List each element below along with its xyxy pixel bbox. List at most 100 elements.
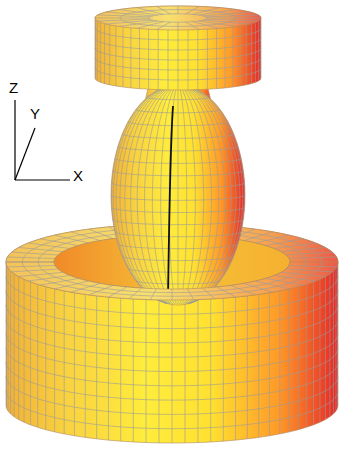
mesh-line [122, 134, 233, 138]
mesh-line [172, 289, 173, 300]
mesh-line [199, 21, 237, 27]
mesh-line [106, 12, 153, 16]
mesh-line [274, 276, 316, 282]
mesh-line [95, 48, 261, 60]
mesh-line [7, 257, 55, 258]
mesh-line [115, 232, 241, 237]
mesh-line [6, 376, 338, 414]
mesh-line [157, 6, 171, 14]
mesh-line [147, 97, 208, 99]
mesh-line [289, 266, 337, 267]
mesh-line [6, 305, 338, 343]
mesh-line [186, 22, 200, 30]
mesh-line [217, 287, 235, 297]
mesh-line [207, 18, 261, 19]
mesh-line [161, 88, 175, 304]
mesh-line [281, 247, 325, 251]
mesh-line [178, 22, 179, 30]
mesh-line [95, 18, 149, 19]
mesh-line [95, 38, 261, 50]
mesh-line [115, 158, 241, 163]
mesh-line [118, 244, 238, 249]
mesh-line [152, 88, 173, 304]
mesh-line [6, 262, 54, 263]
mesh-line [89, 229, 113, 239]
mesh-line [6, 319, 338, 357]
mesh-line [113, 219, 244, 224]
mesh-line [231, 285, 255, 295]
mesh-line [108, 287, 126, 297]
mesh-line [181, 88, 195, 304]
mesh-line [111, 207, 244, 212]
mesh-line [6, 334, 338, 372]
mesh-line [150, 289, 156, 300]
mesh-line [118, 146, 238, 151]
mesh-line [178, 6, 179, 14]
ring-front-rim [6, 262, 338, 300]
mesh-line [255, 281, 289, 289]
mesh-line [71, 232, 100, 241]
mesh-line [289, 257, 337, 258]
mesh-line [38, 262, 306, 293]
mesh-line [137, 22, 164, 29]
axis-triad [15, 100, 70, 180]
mesh-line [12, 269, 58, 272]
mesh-line [119, 21, 157, 27]
crack-line [168, 106, 173, 300]
mesh-line [40, 278, 78, 285]
mesh-line [136, 109, 220, 112]
mesh-line [89, 285, 113, 295]
mesh-line [137, 8, 164, 15]
mesh-line [286, 269, 332, 272]
mesh-line [193, 8, 220, 15]
fem-mesh [6, 6, 338, 443]
mesh-line [193, 22, 220, 29]
axis-label: Y [30, 106, 40, 121]
mesh-line [6, 348, 338, 386]
mesh-line [199, 10, 237, 16]
bulb [111, 85, 245, 305]
mesh-line [19, 272, 63, 276]
mesh-line [157, 22, 171, 30]
mesh-line [180, 88, 187, 304]
mesh-line [281, 272, 325, 276]
mesh-line [7, 266, 55, 267]
mesh-line [71, 283, 100, 292]
mesh-line [129, 288, 141, 299]
mesh-line [178, 88, 179, 304]
mesh-line [286, 252, 332, 255]
mesh-line [111, 183, 244, 188]
mesh-line [186, 6, 200, 14]
mesh-line [6, 391, 338, 429]
mesh-line [255, 235, 289, 243]
mesh-line [40, 239, 78, 246]
mesh-line [187, 289, 193, 300]
mesh-line [122, 256, 233, 260]
top-cylinder-side [95, 6, 261, 90]
mesh-line [206, 15, 258, 17]
mesh-line [274, 243, 316, 249]
mesh-line [19, 247, 63, 251]
mesh-line [183, 88, 204, 304]
mesh-line [266, 278, 304, 285]
mesh-line [55, 235, 89, 243]
axis-label: Z [9, 80, 18, 95]
mesh-line [244, 283, 273, 292]
mesh-line [149, 14, 207, 22]
mesh-line [95, 68, 261, 80]
mesh-line [136, 281, 220, 284]
mesh-line [128, 122, 228, 126]
mesh-line [55, 281, 89, 289]
mesh-line [98, 19, 150, 21]
mesh-line [6, 362, 338, 400]
mesh-line [244, 232, 273, 241]
mesh-line [187, 88, 225, 304]
mesh-line [111, 195, 245, 200]
axis-label: X [73, 168, 83, 183]
mesh-line [128, 268, 228, 272]
mesh-line [203, 20, 250, 24]
mesh-line [119, 10, 157, 16]
mesh-line [266, 239, 304, 246]
